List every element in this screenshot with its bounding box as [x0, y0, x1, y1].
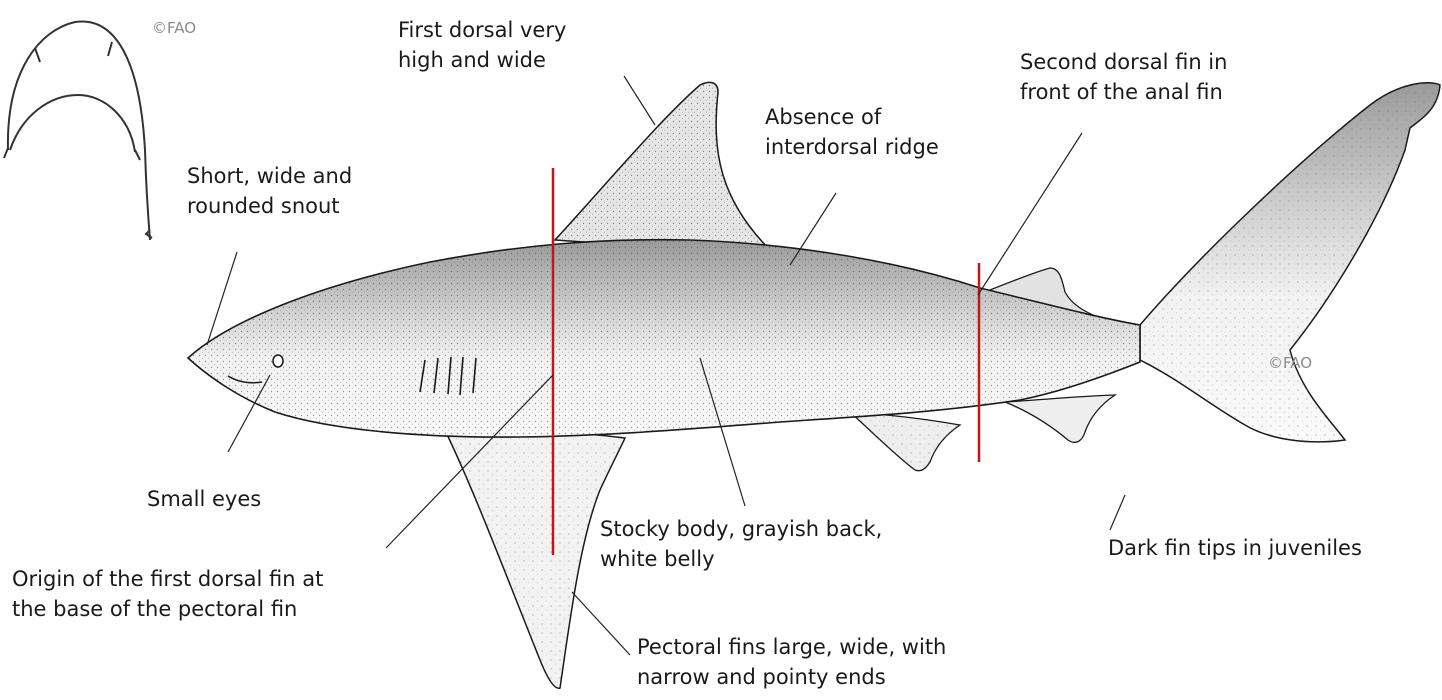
label-fin-tips: Dark fin tips in juveniles: [1108, 533, 1362, 563]
jaw-inset-drawing: [4, 21, 152, 240]
anal-fin: [1005, 395, 1115, 442]
fao-credit-tail: ©FAO: [1268, 354, 1312, 372]
label-body: Stocky body, grayish back,white belly: [600, 514, 882, 574]
fao-credit-top: ©FAO: [152, 19, 196, 37]
eye: [273, 355, 283, 367]
label-eyes: Small eyes: [147, 484, 261, 514]
